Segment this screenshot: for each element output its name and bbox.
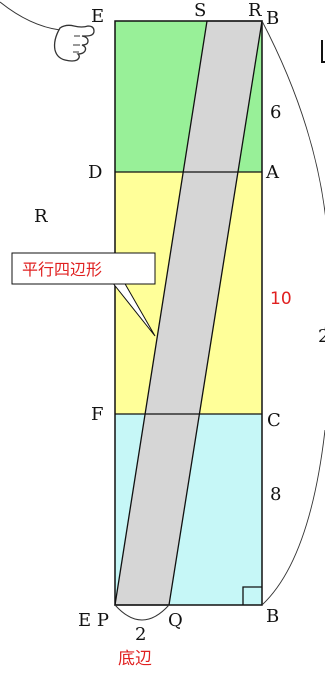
arc-right-top	[261, 20, 325, 330]
callout-pointer	[111, 281, 156, 337]
measure-base-2: 2	[135, 624, 146, 645]
label-s: S	[194, 0, 206, 21]
label-e-top: E	[91, 6, 104, 27]
label-b-bottom: B	[266, 606, 279, 627]
cropped-corner-mark	[321, 40, 325, 63]
arc-right-bottom	[261, 429, 325, 606]
label-ep: E P	[78, 610, 109, 631]
base-arc	[114, 604, 170, 621]
right-angle-mark	[242, 586, 262, 605]
base-name-label: 底辺	[118, 649, 152, 669]
label-a: A	[265, 162, 280, 183]
label-q: Q	[168, 610, 183, 631]
label-d: D	[88, 162, 102, 183]
measure-6: 6	[270, 102, 281, 123]
label-r-top: R	[248, 0, 262, 21]
label-b-top: B	[266, 8, 279, 29]
callout-text: 平行四辺形	[22, 260, 102, 279]
label-c: C	[267, 410, 281, 431]
label-r-left: R	[34, 206, 48, 227]
measure-8: 8	[270, 484, 281, 505]
measure-10: 10	[270, 289, 292, 309]
pointing-hand-icon	[0, 1, 95, 62]
right-edge-fragment: 2	[318, 326, 325, 347]
callout-box	[11, 252, 156, 285]
label-f: F	[91, 404, 104, 425]
outer-rectangle	[114, 20, 263, 606]
